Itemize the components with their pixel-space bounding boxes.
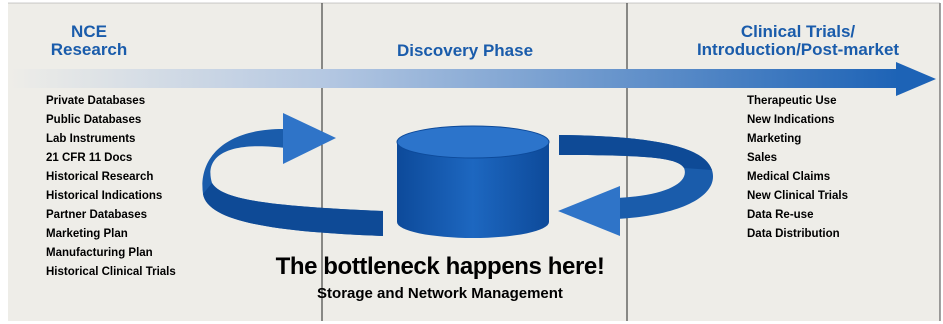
list-item: New Indications	[747, 114, 835, 126]
list-item: Public Databases	[46, 114, 142, 126]
list-item: Sales	[747, 152, 778, 164]
timeline-arrow	[10, 62, 936, 96]
list-item: Data Distribution	[747, 228, 840, 240]
phase-title-discovery: Discovery Phase	[380, 42, 550, 60]
list-item: Marketing	[747, 133, 802, 145]
output-uses-list: Therapeutic Use New Indications Marketin…	[747, 92, 848, 244]
list-item: Historical Indications	[46, 190, 163, 202]
list-item: Marketing Plan	[46, 228, 128, 240]
list-item: Lab Instruments	[46, 133, 136, 145]
bottleneck-subcaption: Storage and Network Management	[317, 285, 563, 302]
research-title-line2: Research	[50, 40, 128, 59]
list-item: Partner Databases	[46, 209, 147, 221]
list-item: New Clinical Trials	[747, 190, 848, 202]
discovery-title: Discovery Phase	[396, 41, 534, 60]
inflow-curved-arrow	[202, 113, 383, 236]
list-item: Therapeutic Use	[747, 95, 837, 107]
phase-title-research: NCE Research	[44, 23, 134, 59]
bottleneck-caption: The bottleneck happens here!	[275, 253, 605, 280]
outflow-curved-arrow	[558, 135, 714, 236]
list-item: Historical Clinical Trials	[46, 266, 176, 278]
list-item: Manufacturing Plan	[46, 247, 153, 259]
input-sources-list: Private Databases Public Databases Lab I…	[46, 92, 176, 282]
list-item: Data Re-use	[747, 209, 814, 221]
list-item: Private Databases	[46, 95, 146, 107]
list-item: 21 CFR 11 Docs	[46, 152, 133, 164]
list-item: Medical Claims	[747, 171, 831, 183]
research-title-line1: NCE	[71, 22, 107, 41]
list-item: Historical Research	[46, 171, 154, 183]
clinical-title-line2: Introduction/Post-market	[696, 40, 900, 59]
database-cylinder-icon	[396, 125, 550, 238]
phase-title-clinical: Clinical Trials/ Introduction/Post-marke…	[664, 23, 932, 59]
clinical-title-line1: Clinical Trials/	[740, 22, 856, 41]
